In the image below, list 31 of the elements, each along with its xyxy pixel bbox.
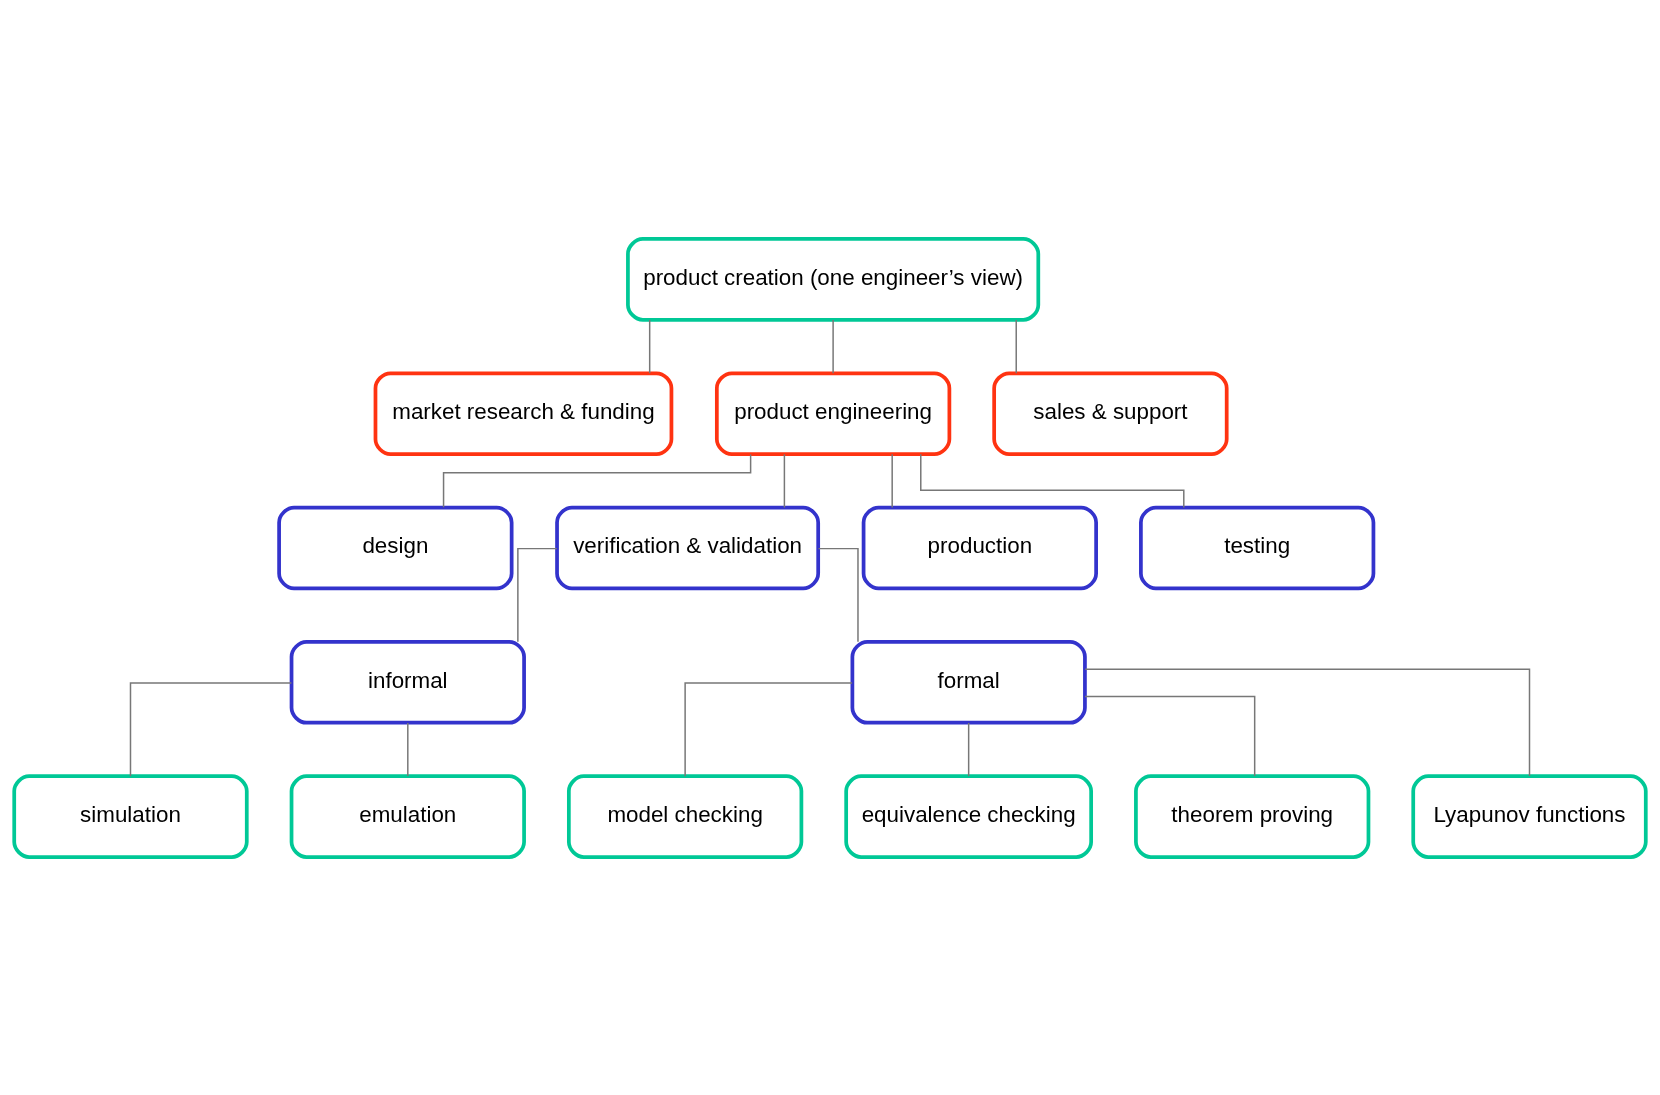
node-box: Lyapunov functions [1411, 773, 1648, 859]
node-box: simulation [12, 773, 249, 859]
connector [684, 681, 853, 777]
node-box: informal [289, 639, 526, 725]
connector [1084, 668, 1531, 777]
node-box: product engineering [714, 370, 952, 456]
connector [967, 721, 970, 777]
connector [817, 547, 859, 643]
connector [648, 318, 651, 374]
node-box: production [861, 505, 1098, 590]
connector [832, 318, 834, 374]
connector [517, 547, 558, 643]
node-box: product creation (one engineer’s view) [626, 236, 1041, 322]
node-box: sales & support [992, 370, 1229, 456]
connector [129, 681, 293, 777]
connector [1084, 695, 1256, 777]
node-box: theorem proving [1134, 773, 1371, 859]
node-box: model checking [567, 773, 804, 859]
node-box: emulation [289, 773, 526, 859]
connector [407, 721, 409, 777]
node-box: formal [850, 639, 1087, 725]
node-box: market research & funding [373, 370, 674, 456]
connector [920, 452, 1185, 508]
connector [442, 453, 752, 508]
connector [783, 453, 786, 508]
node-box: testing [1139, 505, 1376, 590]
node-box: equivalence checking [844, 773, 1093, 859]
node-box: verification & validation [555, 505, 821, 590]
node-box: design [277, 505, 514, 590]
connector [891, 453, 893, 508]
connector [1015, 318, 1017, 374]
